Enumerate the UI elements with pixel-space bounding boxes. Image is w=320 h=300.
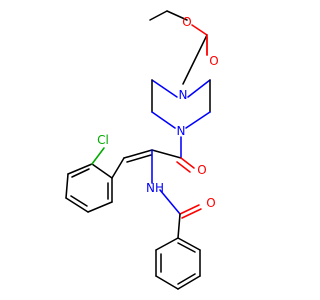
atom-cl: Cl xyxy=(97,133,109,147)
bond-alkene-double-2 xyxy=(126,154,152,163)
bond-amide-to-phenyl xyxy=(177,213,181,239)
bond-bphen-1 xyxy=(155,237,179,251)
atom-nh-amide: NH xyxy=(146,181,164,195)
bond-ethyl-2 xyxy=(166,10,188,21)
atom-o-ester-carbonyl: O xyxy=(209,54,218,68)
atom-o-ketone: O xyxy=(197,163,206,177)
bond-pip-top-left xyxy=(151,79,178,98)
bond-ketone-double-2 xyxy=(176,161,191,173)
bond-cphen-1 xyxy=(91,163,113,179)
bond-cphen-inner-2 xyxy=(70,195,88,207)
bond-bphen-inner-3 xyxy=(177,242,196,253)
bond-bphen-3 xyxy=(155,275,179,290)
atom-n-piperazine-bottom: N xyxy=(177,124,186,138)
bond-amide-carbonyl-2 xyxy=(181,208,202,219)
bond-amide-carbonyl-1 xyxy=(179,204,200,215)
bond-bphen-6 xyxy=(177,237,201,251)
bond-ester-c-n xyxy=(182,34,208,85)
bond-ethyl-1 xyxy=(149,10,168,21)
atom-o-amide: O xyxy=(206,196,215,210)
bond-pip-top-right xyxy=(187,79,211,98)
bond-ketone-c-alkene xyxy=(151,149,182,159)
bond-ketone-double-1 xyxy=(180,157,195,169)
bond-bphen-inner-2 xyxy=(177,273,196,285)
bond-bphen-4 xyxy=(177,275,201,290)
bond-alkene-double-1 xyxy=(123,149,153,159)
bond-cphen-5 xyxy=(87,201,113,213)
bond-cphen-3 xyxy=(65,173,69,199)
bond-cl xyxy=(91,147,105,165)
bond-cphen-inner-1 xyxy=(71,168,90,178)
atom-o-ester-ether: O xyxy=(182,15,191,29)
bond-vinyl-to-ring xyxy=(111,157,125,179)
bond-cphen-4 xyxy=(65,197,89,213)
structure-svg: O O N N O Cl NH O xyxy=(65,10,219,290)
atom-n-piperazine-top: N xyxy=(179,88,188,102)
bond-pip-bottom-right xyxy=(185,111,211,129)
bond-ester-o-c xyxy=(191,24,208,36)
bond-pip-bottom-left xyxy=(151,111,176,129)
molecule-diagram: O O N N O Cl NH O xyxy=(65,10,219,290)
bond-nh-amide-c xyxy=(159,189,181,215)
bond-cphen-2 xyxy=(67,163,93,175)
